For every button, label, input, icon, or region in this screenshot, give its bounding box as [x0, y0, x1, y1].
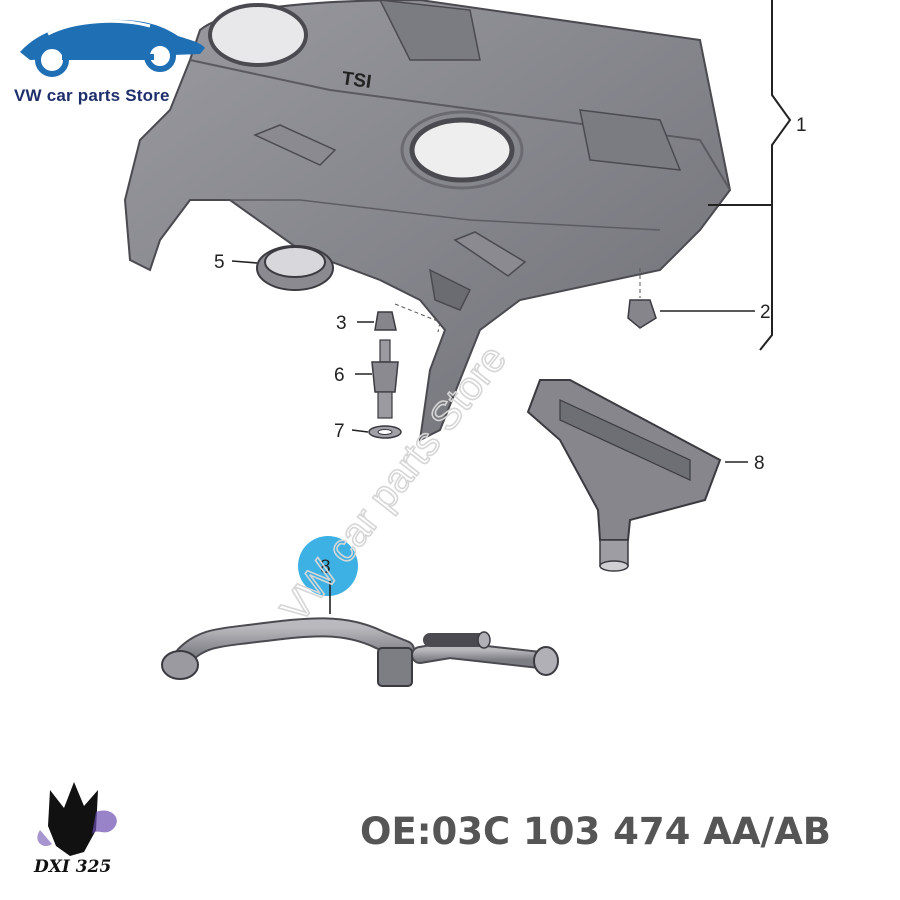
callout-7: 7	[334, 421, 345, 442]
callout-1: 1	[796, 115, 807, 136]
store-name: VW car parts Store	[14, 86, 170, 105]
part-3-cap	[357, 303, 441, 333]
part-7-washer	[351, 425, 402, 439]
car-wrench-logo	[20, 19, 205, 77]
oe-number: OE:03C 103 474 AA/AB	[360, 810, 831, 853]
group-bracket	[708, 0, 792, 351]
callout-2: 2	[760, 302, 771, 323]
part-5-grommet	[231, 245, 334, 291]
callout-8-hose: 8	[320, 557, 331, 578]
highlight-marker	[298, 536, 358, 614]
callout-3: 3	[336, 313, 347, 334]
callout-5: 5	[214, 252, 225, 273]
wolf-head-logo	[37, 782, 117, 856]
engine-cover	[123, 0, 732, 442]
callout-8: 8	[754, 453, 765, 474]
part-6-stud	[355, 339, 399, 419]
cover-badge: TSI	[340, 68, 372, 93]
signature-text: DXI 325	[34, 857, 112, 877]
part-2-nut	[627, 268, 755, 329]
callout-6: 6	[334, 365, 345, 386]
breather-hose	[161, 617, 559, 687]
part-8-bracket	[526, 379, 748, 572]
